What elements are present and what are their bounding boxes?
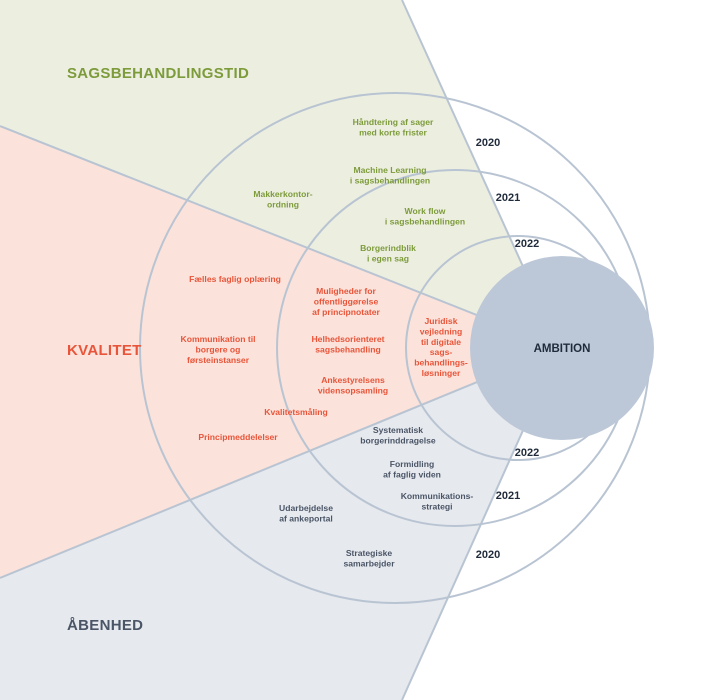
initiative-red-1-line-1: offentliggørelse [314,296,379,306]
initiative-red-1-line-2: af principnotater [312,307,380,317]
sector-label-aabenhed: ÅBENHED [67,617,143,634]
initiative-red-4-line-5: løsninger [422,368,461,378]
sector-label-sagsbehandlingstid: SAGSBEHANDLINGSTID [67,65,249,82]
initiative-gray-2-line-1: strategi [421,501,452,511]
initiative-red-4-line-1: vejledning [420,326,463,336]
initiative-gray-1-line-0: Formidling [390,459,434,469]
initiative-gray-2: Kommunikations-strategi [401,491,474,511]
year-label-bottom-2020: 2020 [476,549,500,561]
initiative-red-6-line-0: Kvalitetsmåling [264,407,328,417]
ambition-circle [470,256,654,440]
initiative-green-0-line-0: Håndtering af sager [353,117,434,127]
sector-kvalitet-area [0,126,560,578]
initiative-red-4-line-4: behandlings- [414,358,468,368]
initiative-green-0-line-1: med korte frister [359,127,427,137]
initiative-green-1-line-1: i sagsbehandlingen [350,175,430,185]
year-label-top-2021: 2021 [496,192,520,204]
initiative-red-5-line-0: Ankestyrelsens [321,375,385,385]
initiative-green-4-line-1: i egen sag [367,253,409,263]
initiative-green-2-line-1: ordning [267,199,299,209]
initiative-red-1-line-0: Muligheder for [316,286,376,296]
initiative-red-7-line-0: Principmeddelelser [198,432,278,442]
year-label-top-2022: 2022 [515,238,539,250]
initiative-red-3-line-0: Helhedsorienteret [311,334,384,344]
initiative-green-3-line-1: i sagsbehandlingen [385,216,465,226]
sector-label-kvalitet: KVALITET [67,342,142,359]
sector-sagsbehandlingstid-area [0,0,560,348]
initiative-red-2-line-0: Kommunikation til [181,334,256,344]
divider-line-middle [0,125,561,349]
initiative-gray-0-line-1: borgerinddragelse [360,435,436,445]
initiative-red-3-line-1: sagsbehandling [315,344,380,354]
initiative-green-1-line-0: Machine Learning [353,165,426,175]
initiative-green-2: Makkerkontor-ordning [253,189,312,209]
initiative-green-3-line-0: Work flow [405,206,446,216]
divider-line-bottom [0,347,561,579]
initiative-gray-3-line-1: af ankeportal [279,513,333,523]
initiative-red-4-line-2: til digitale [421,337,461,347]
initiative-gray-1-line-1: af faglig viden [383,469,441,479]
initiative-red-0-line-0: Fælles faglig oplæring [189,274,281,284]
initiative-gray-2-line-0: Kommunikations- [401,491,474,501]
year-label-bottom-2021: 2021 [496,490,520,502]
initiative-gray-4-line-1: samarbejder [343,558,395,568]
year-label-bottom-2022: 2022 [515,447,539,459]
ambition-label: AMBITION [534,343,591,355]
initiative-green-2-line-0: Makkerkontor- [253,189,312,199]
initiative-red-2-line-2: førsteinstanser [187,355,250,365]
initiative-gray-3-line-0: Udarbejdelse [279,503,333,513]
initiative-red-4-line-0: Juridisk [425,316,458,326]
initiative-green-4-line-0: Borgerindblik [360,243,416,253]
initiative-red-6: Kvalitetsmåling [264,407,328,417]
year-label-top-2020: 2020 [476,137,500,149]
initiative-red-7: Principmeddelelser [198,432,278,442]
initiative-gray-0-line-0: Systematisk [373,425,423,435]
initiative-red-0: Fælles faglig oplæring [189,274,281,284]
initiative-red-4-line-3: sags- [430,347,453,357]
initiative-gray-4-line-0: Strategiske [346,548,393,558]
sector-aabenhed-area [0,348,560,700]
initiative-red-2-line-1: borgere og [196,344,241,354]
initiative-red-5-line-1: vidensopsamling [318,385,388,395]
